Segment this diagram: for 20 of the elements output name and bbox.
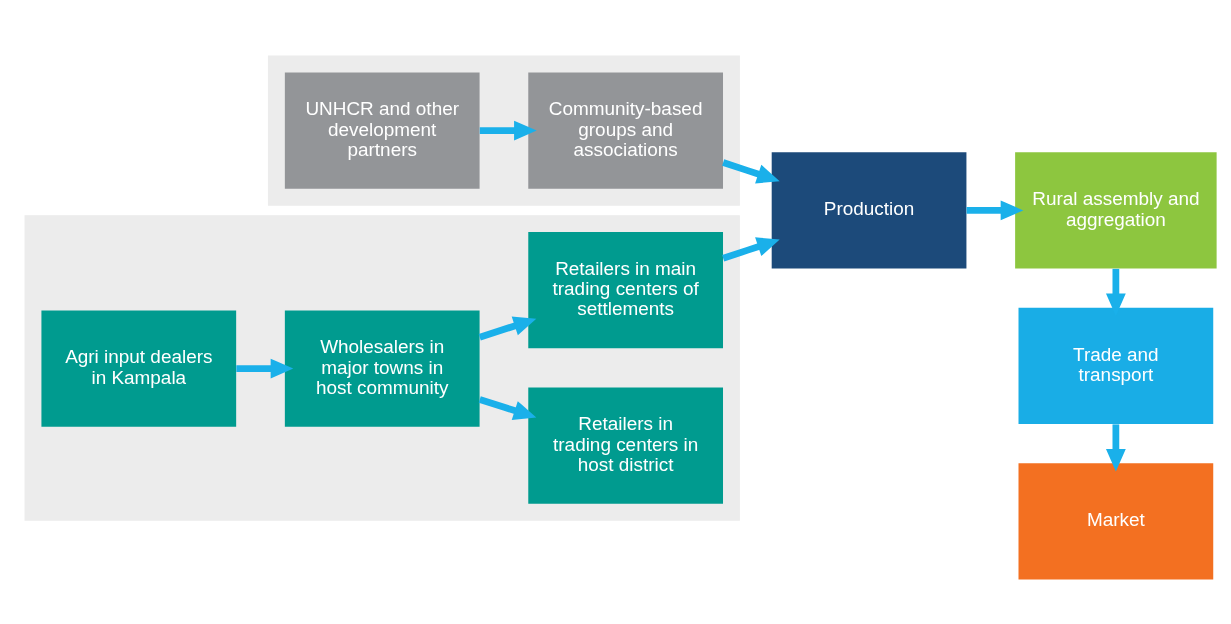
node-box: Community-based groups and associations xyxy=(528,71,723,189)
arrow xyxy=(722,158,780,183)
cluster xyxy=(24,214,740,521)
node-box: UNHCR and other development partners xyxy=(284,71,480,189)
node-box: Agri input dealers in Kampala xyxy=(41,309,237,427)
node-box: Retailers in trading centers in host district xyxy=(528,387,723,504)
arrow xyxy=(479,120,537,140)
node-box: Trade and transport xyxy=(1018,307,1214,424)
arrow xyxy=(1105,423,1126,472)
arrow xyxy=(236,358,294,379)
node-box: Retailers in main trading centers of settlements xyxy=(528,231,723,348)
node-box: Production xyxy=(771,151,967,269)
arrow xyxy=(722,236,780,261)
cluster xyxy=(267,55,740,206)
node-box: Market xyxy=(1018,462,1214,580)
arrow xyxy=(966,200,1024,220)
arrow xyxy=(478,395,537,420)
arrow xyxy=(478,315,537,340)
node-box: Rural assembly and aggregation xyxy=(1015,151,1217,269)
node-box: Wholesalers in major towns in host community xyxy=(284,309,480,427)
